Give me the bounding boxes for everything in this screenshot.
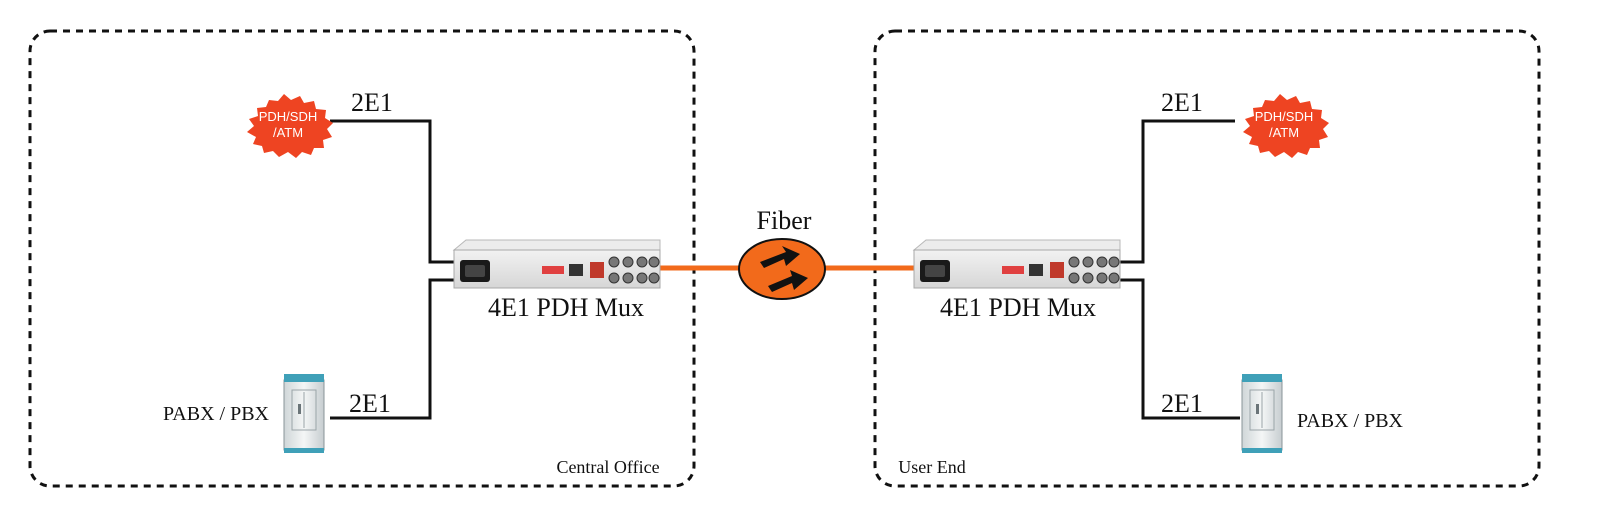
central-office-title: Central Office [556,457,659,477]
left-mux-label: 4E1 PDH Mux [488,293,644,322]
left-cloud-link-line [330,119,454,264]
right-cloud-link-label: 2E1 [1161,88,1203,117]
user-end-title: User End [898,457,965,477]
right-network-cloud: PDH/SDH /ATM [1243,94,1329,158]
starburst-network-cloud-icon [1243,94,1329,158]
starburst-network-cloud-icon [247,94,333,158]
left-pbx-cabinet-icon [283,373,325,454]
left-cloud-line2: /ATM [273,125,303,140]
right-pdh-multiplexer-device [913,239,1121,289]
right-pbx-cabinet-icon [1241,373,1283,454]
right-pbx-link-line [1120,278,1240,420]
right-pbx-label: PABX / PBX [1297,410,1404,432]
left-pbx-link-line [330,278,454,420]
fiber-label: Fiber [757,206,812,235]
fiber-exchange-arrows-icon [738,238,826,300]
right-cloud-link-line [1120,119,1235,264]
left-pbx-link-label: 2E1 [349,389,391,418]
left-pdh-multiplexer-device [453,239,661,289]
left-network-cloud: PDH/SDH /ATM [247,94,333,158]
left-cloud-link-label: 2E1 [351,88,393,117]
right-pbx-link-label: 2E1 [1161,389,1203,418]
left-cloud-line1: PDH/SDH [259,109,318,124]
right-mux-label: 4E1 PDH Mux [940,293,1096,322]
right-cloud-line2: /ATM [1269,125,1299,140]
left-pbx-label: PABX / PBX [163,403,270,425]
central-office-zone [28,29,696,488]
user-end-zone [873,29,1541,488]
right-cloud-line1: PDH/SDH [1255,109,1314,124]
